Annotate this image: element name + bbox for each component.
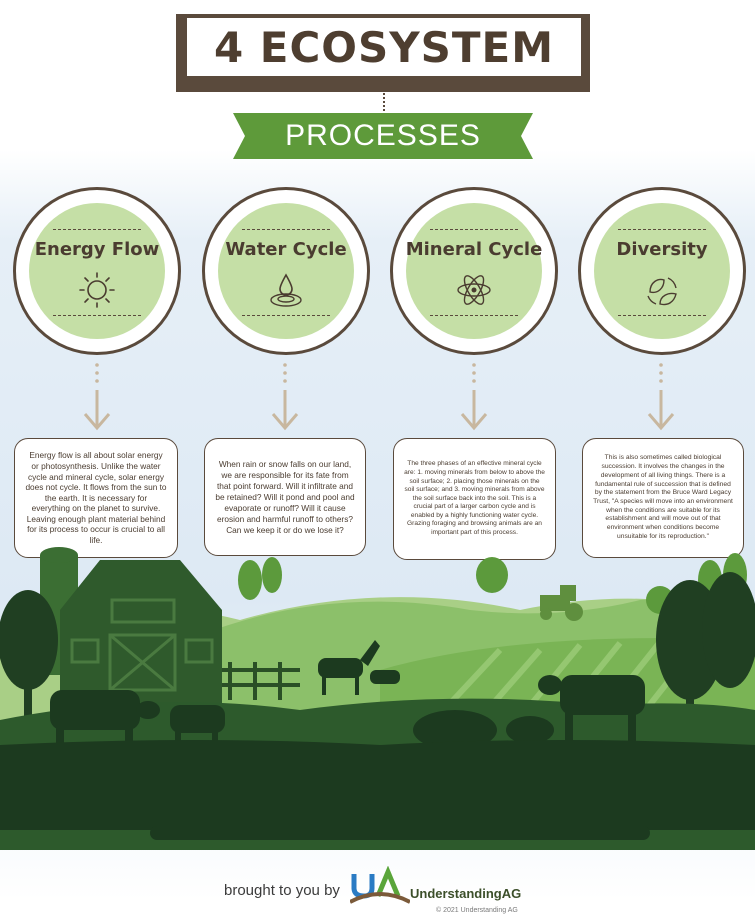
circle-title: Mineral Cycle (405, 239, 543, 260)
arrow-down-icon (647, 363, 675, 431)
circle-title: Diversity (616, 239, 708, 260)
brand-name: UnderstandingAG (410, 886, 522, 901)
water-cycle-description: When rain or snow falls on our land, we … (204, 438, 366, 556)
circle-title: Water Cycle (225, 239, 347, 260)
title-box: 4 ECOSYSTEM (185, 16, 583, 78)
circle-mineral-cycle: Mineral Cycle (390, 187, 558, 355)
arrow-down-icon (271, 363, 299, 431)
title-connector (383, 93, 385, 115)
arrow-down-icon (460, 363, 488, 431)
farm-landscape-illustration (0, 547, 755, 850)
water-drop-icon (270, 273, 302, 307)
circle-title: Energy Flow (34, 239, 160, 260)
atom-icon (457, 275, 491, 305)
brought-to-you-text: brought to you by (224, 882, 340, 899)
copyright-text: © 2021 Understanding AG (436, 907, 518, 914)
subtitle-text: PROCESSES (285, 119, 481, 152)
leaves-cycle-icon (647, 277, 677, 306)
understandingag-logo (350, 866, 410, 904)
energy-flow-description: Energy flow is all about solar energy or… (14, 438, 178, 558)
circle-diversity: Diversity (578, 187, 746, 355)
circle-water-cycle: Water Cycle (202, 187, 370, 355)
circle-energy-flow: Energy Flow (13, 187, 181, 355)
sun-icon (79, 272, 115, 308)
subtitle-banner (233, 113, 533, 159)
page-title: 4 ECOSYSTEM (213, 22, 555, 72)
arrow-down-icon (83, 363, 111, 431)
diversity-description: This is also sometimes called biological… (582, 438, 744, 558)
mineral-cycle-description: The three phases of an effective mineral… (393, 438, 556, 560)
